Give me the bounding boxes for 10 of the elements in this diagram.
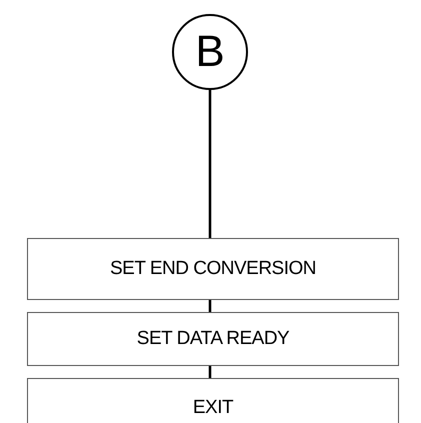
- step-label: EXIT: [192, 397, 234, 419]
- connector-line: [208, 90, 212, 238]
- process-box: [27, 312, 399, 366]
- process-box: [27, 238, 399, 300]
- connector-line: [208, 300, 212, 312]
- connector-line: [208, 366, 212, 378]
- step-label: SET END CONVERSION: [110, 258, 316, 280]
- step-label: SET DATA READY: [136, 328, 290, 350]
- process-box: [27, 378, 399, 423]
- connector-label: B: [195, 27, 225, 77]
